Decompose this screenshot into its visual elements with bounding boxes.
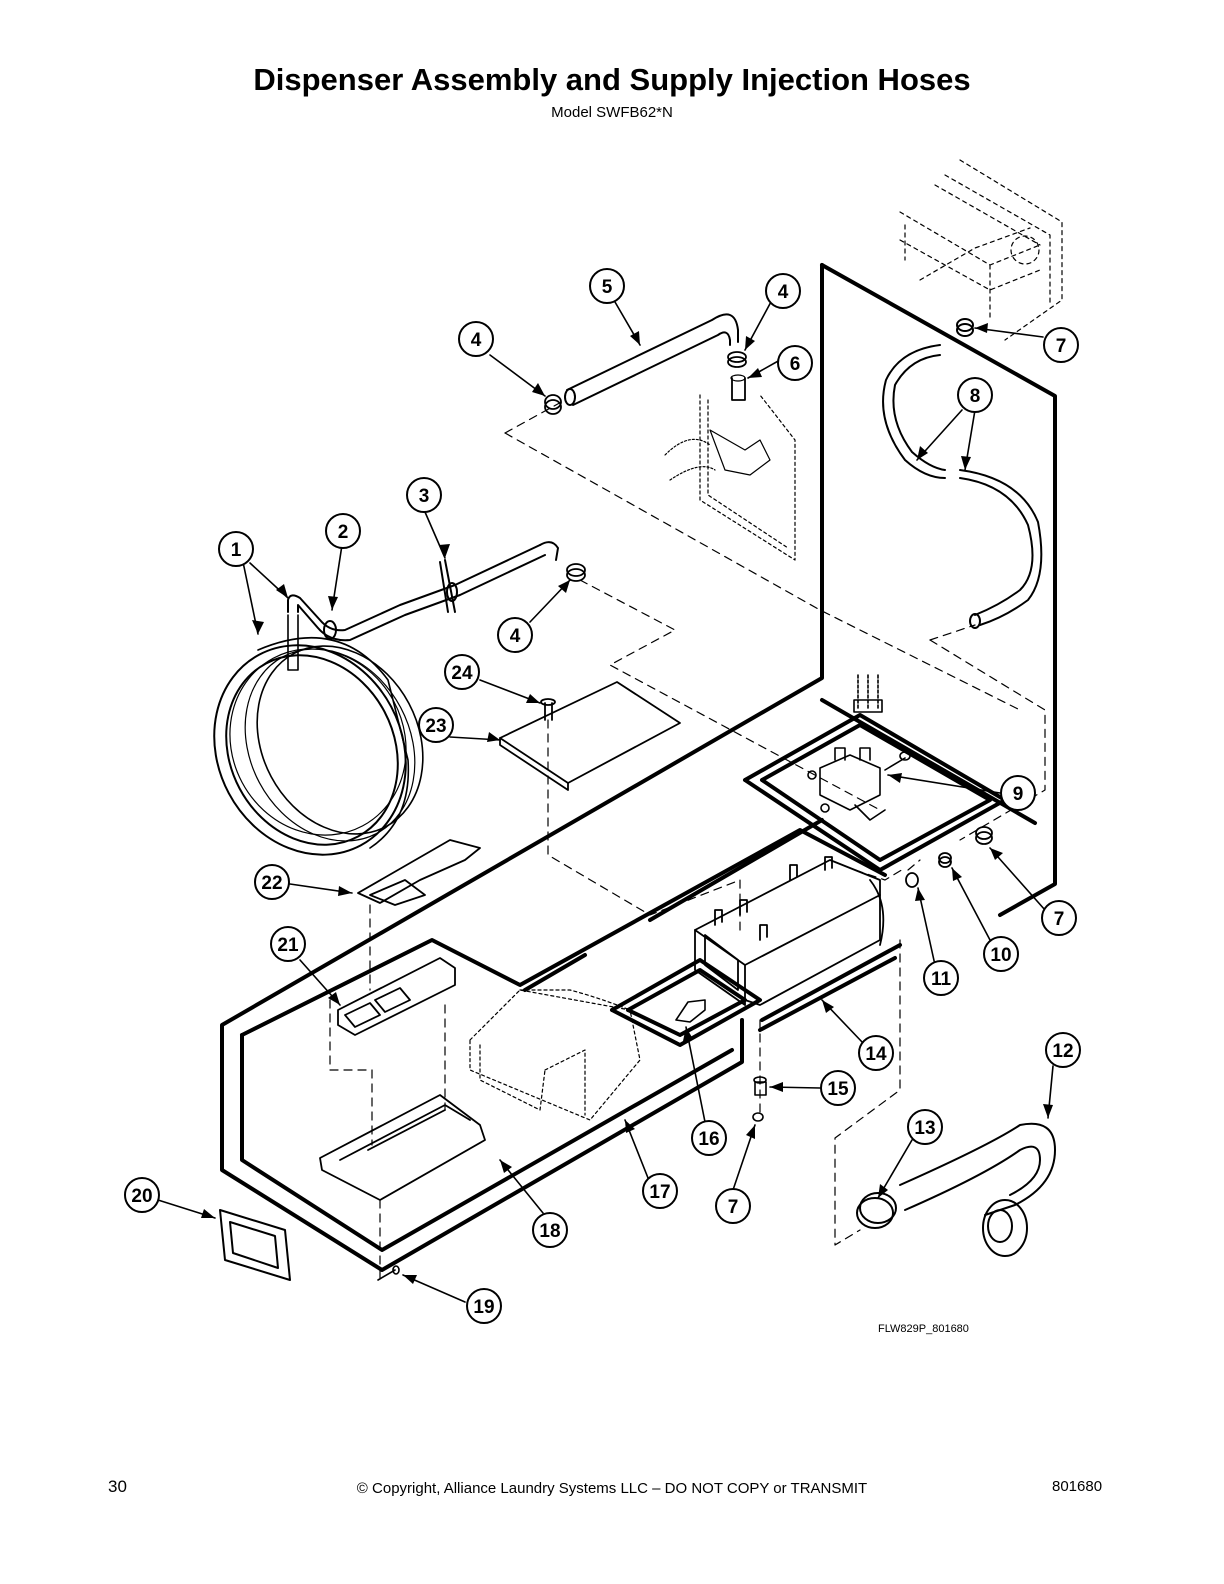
svg-text:3: 3 (419, 486, 430, 507)
small-clamps (905, 826, 993, 888)
callout-20: 20 (124, 1177, 160, 1213)
copyright-notice: © Copyright, Alliance Laundry Systems LL… (356, 1480, 868, 1497)
svg-text:7: 7 (1054, 909, 1065, 930)
callout-2: 2 (325, 513, 361, 549)
svg-text:23: 23 (425, 716, 446, 737)
drawing-code: FLW829P_801680 (878, 1323, 969, 1335)
svg-text:11: 11 (931, 969, 952, 990)
svg-text:18: 18 (539, 1221, 560, 1242)
svg-text:1: 1 (231, 540, 242, 561)
svg-text:15: 15 (827, 1079, 849, 1100)
callout-19: 19 (466, 1288, 502, 1324)
svg-text:20: 20 (131, 1186, 152, 1207)
callout-7a: 7 (1043, 327, 1079, 363)
hose-clamps (544, 351, 747, 582)
svg-text:21: 21 (277, 935, 299, 956)
callout-4c: 4 (765, 273, 801, 309)
page-number: 30 (108, 1477, 127, 1496)
screw-19 (377, 1265, 400, 1281)
dispenser-drawer (319, 839, 486, 1201)
svg-text:2: 2 (338, 522, 349, 543)
callout-7c: 7 (715, 1188, 751, 1224)
upper-rear-dashed-assembly (899, 159, 1063, 341)
svg-text:14: 14 (865, 1044, 887, 1065)
callout-23: 23 (418, 707, 454, 743)
svg-text:7: 7 (728, 1197, 739, 1218)
arrowheads (201, 323, 1053, 1284)
svg-text:16: 16 (698, 1129, 719, 1150)
callout-1: 1 (218, 531, 254, 567)
svg-text:8: 8 (970, 386, 981, 407)
svg-text:4: 4 (778, 282, 789, 303)
svg-text:22: 22 (261, 873, 282, 894)
right-supply-hose (882, 318, 1043, 629)
svg-text:9: 9 (1013, 784, 1024, 805)
svg-text:7: 7 (1056, 336, 1067, 357)
callout-24: 24 (444, 654, 480, 690)
svg-text:10: 10 (990, 945, 1011, 966)
valve-assembly (807, 674, 911, 821)
svg-text:6: 6 (790, 354, 801, 375)
callout-17: 17 (642, 1173, 678, 1209)
callout-6: 6 (777, 345, 813, 381)
callout-7b: 7 (1041, 900, 1077, 936)
callout-16: 16 (691, 1120, 727, 1156)
callout-18: 18 (532, 1212, 568, 1248)
model-subtitle: Model SWFB62*N (551, 104, 673, 121)
callout-4b: 4 (497, 617, 533, 653)
injection-tube (287, 541, 559, 642)
page-title: Dispenser Assembly and Supply Injection … (253, 62, 971, 97)
callout-8: 8 (957, 377, 993, 413)
dispenser-housing (694, 856, 885, 1006)
door-boot-seal (213, 614, 424, 856)
cabinet-frame (220, 263, 1057, 1272)
drain-hose (856, 1122, 1056, 1257)
callout-14: 14 (858, 1035, 894, 1071)
callout-10: 10 (983, 936, 1019, 972)
cover-plate (499, 681, 681, 791)
callout-11: 11 (923, 960, 959, 996)
svg-text:4: 4 (471, 330, 482, 351)
callout-3: 3 (406, 477, 442, 513)
callout-12: 12 (1045, 1032, 1081, 1068)
callout-4a: 4 (458, 321, 494, 357)
svg-text:19: 19 (473, 1297, 494, 1318)
svg-text:17: 17 (649, 1182, 670, 1203)
callout-circles: 1 2 3 4 4 4 5 6 7 7 7 8 9 10 11 12 13 14… (124, 268, 1081, 1324)
assembly-lines (329, 399, 1046, 1281)
callout-22: 22 (254, 864, 290, 900)
svg-text:13: 13 (914, 1118, 935, 1139)
svg-text:24: 24 (451, 663, 473, 684)
upper-hose (564, 313, 739, 406)
vent-fittings (675, 999, 767, 1122)
drawer-handle (219, 1209, 291, 1281)
svg-text:12: 12 (1052, 1041, 1073, 1062)
svg-text:4: 4 (510, 626, 521, 647)
tub-outline (469, 989, 641, 1121)
callout-5: 5 (589, 268, 625, 304)
callout-13: 13 (907, 1109, 943, 1145)
callout-21: 21 (270, 926, 306, 962)
water-valve-panel (664, 374, 796, 561)
callout-9: 9 (1000, 775, 1036, 811)
callout-15: 15 (820, 1070, 856, 1106)
svg-text:5: 5 (602, 277, 613, 298)
document-number: 801680 (1052, 1478, 1103, 1495)
